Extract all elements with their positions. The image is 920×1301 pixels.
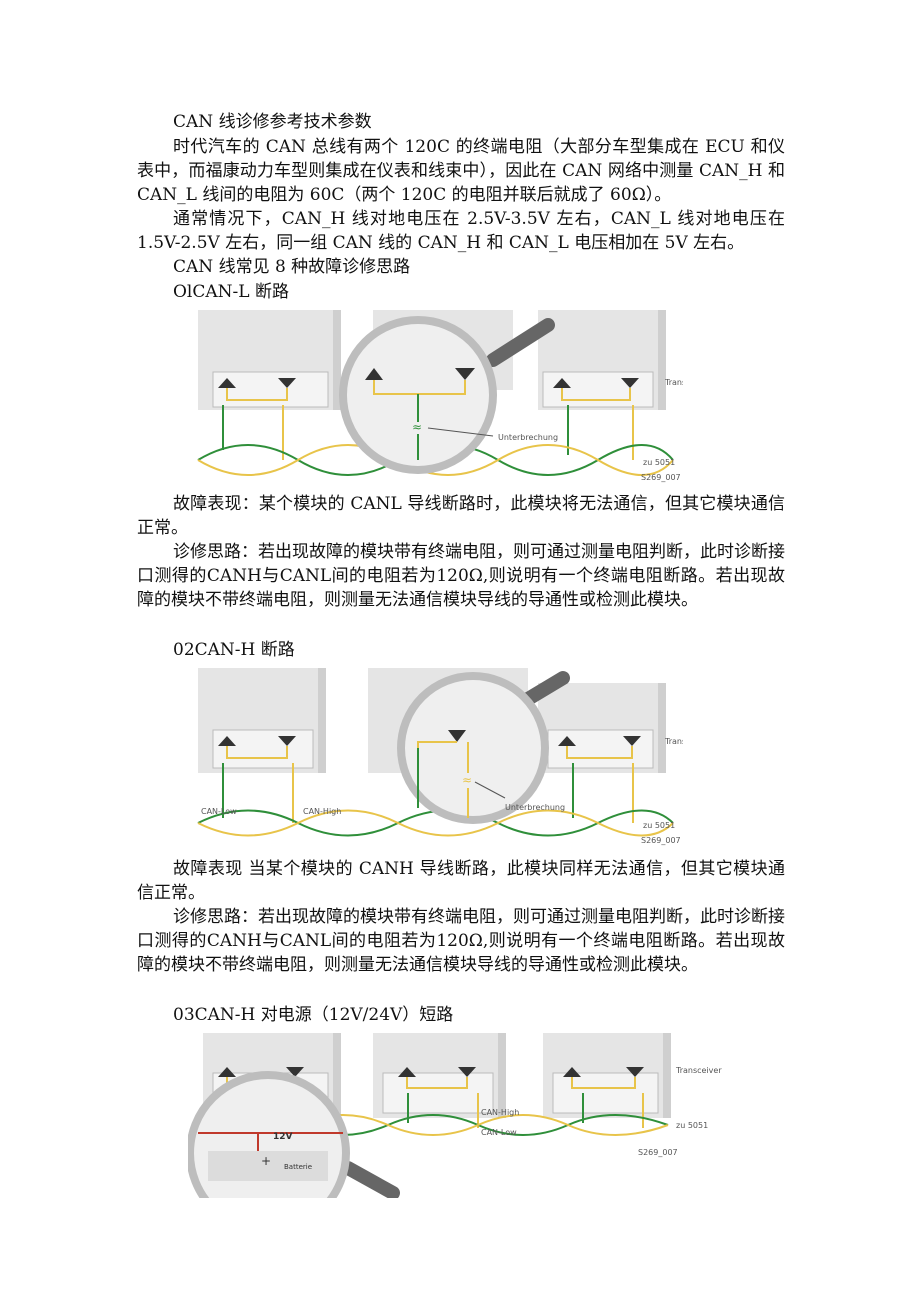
faults-title: CAN 线常见 8 种故障诊修思路 — [173, 257, 411, 277]
transceiver-down-icon — [278, 736, 296, 746]
figure-1-can-l-break: ≈ Unterbrechung Transceiver zu 5051 S269… — [193, 310, 683, 485]
can-bus-wire — [197, 444, 674, 476]
transceiver-up-icon — [563, 1067, 581, 1077]
section-1-diagnosis: 诊修思路：若出现故障的模块带有终端电阻，则可通过测量电阻判断，此时诊断接口测得的… — [137, 542, 785, 610]
transceiver-up-icon — [218, 1067, 236, 1077]
intro-paragraph-2: 通常情况下，CAN_H 线对地电压在 2.5V-3.5V 左右，CAN_L 线对… — [137, 209, 785, 253]
module-box-side — [333, 310, 341, 410]
transceiver-down-icon — [286, 1067, 304, 1077]
transceiver-panel — [212, 371, 329, 408]
break-mark: ≈ — [412, 420, 422, 434]
transceiver-up-icon — [553, 378, 571, 388]
label-can-high: CAN-High — [303, 807, 341, 816]
transceiver-down-icon — [623, 736, 641, 746]
label-12v: 12V — [273, 1132, 293, 1142]
figure-3-can-h-short-to-power: 12V + Batterie CAN-High CAN-Low Transcei… — [188, 1033, 733, 1198]
section-2-symptom: 故障表现 当某个模块的 CANH 导线断路，此模块同样无法通信，但其它模块通信正… — [137, 859, 785, 903]
section-2-diagnosis: 诊修思路：若出现故障的模块带有终端电阻，则可通过测量电阻判断，此时诊断接口测得的… — [137, 907, 785, 975]
battery-icon — [208, 1151, 328, 1181]
label-break: Unterbrechung — [505, 803, 565, 812]
section-3-heading: 03CAN-H 对电源（12V/24V）短路 — [173, 1005, 454, 1025]
transceiver-down-icon — [626, 1067, 644, 1077]
section-2-heading: 02CAN-H 断路 — [173, 640, 295, 660]
label-zu: zu 5051 — [643, 821, 675, 830]
transceiver-down-icon — [621, 378, 639, 388]
label-code: S269_007 — [638, 1148, 678, 1157]
label-zu: zu 5051 — [676, 1121, 708, 1130]
label-transceiver: Transceiver — [675, 1066, 722, 1075]
transceiver-down-icon — [278, 378, 296, 388]
label-zu: zu 5051 — [643, 458, 675, 467]
label-can-high: CAN-High — [481, 1108, 519, 1117]
figure-2-can-h-break: ≈ Unterbrechung CAN-Low CAN-High Transce… — [193, 668, 683, 848]
magnifier-icon — [397, 672, 549, 824]
label-break: Unterbrechung — [498, 433, 558, 442]
label-code: S269_007 — [641, 473, 681, 482]
section-1-symptom: 故障表现：某个模块的 CANL 导线断路时，此模块将无法通信，但其它模块通信正常… — [137, 494, 785, 538]
label-transceiver: Transceiver — [664, 378, 683, 387]
battery-plus: + — [261, 1154, 271, 1168]
label-can-low: CAN-Low — [201, 807, 237, 816]
section-1-heading: OlCAN-L 断路 — [173, 282, 289, 302]
intro-paragraph-1: 时代汽车的 CAN 总线有两个 120C 的终端电阻（大部分车型集成在 ECU … — [137, 137, 785, 205]
transceiver-up-icon — [398, 1067, 416, 1077]
transceiver-panel — [542, 371, 654, 408]
break-mark: ≈ — [462, 773, 472, 787]
label-code: S269_007 — [641, 836, 681, 845]
transceiver-up-icon — [218, 378, 236, 388]
transceiver-up-icon — [558, 736, 576, 746]
magnifier-handle-icon — [486, 318, 555, 367]
document-title: CAN 线诊修参考技术参数 — [173, 112, 372, 132]
magnifier-handle-icon — [341, 1161, 400, 1198]
label-transceiver: Transceiver — [664, 737, 683, 746]
label-can-low: CAN-Low — [481, 1128, 517, 1137]
label-battery: Batterie — [284, 1163, 312, 1171]
module-box-side — [658, 310, 666, 410]
transceiver-down-icon — [458, 1067, 476, 1077]
transceiver-up-icon — [218, 736, 236, 746]
